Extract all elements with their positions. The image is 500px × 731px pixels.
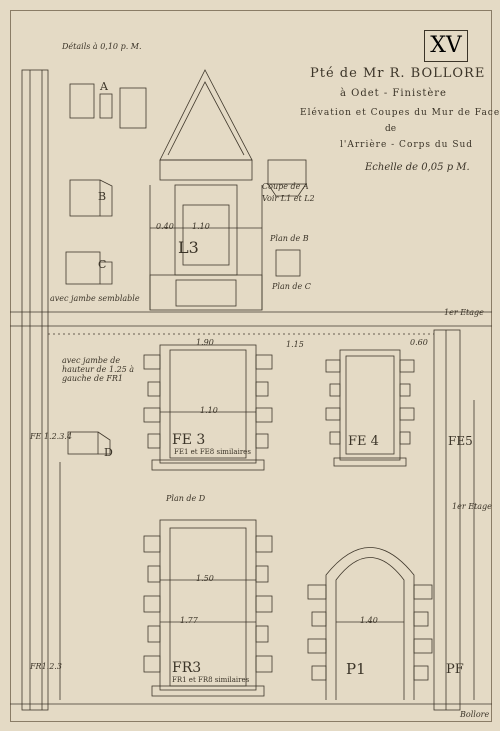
plan-d-note: Plan de D <box>166 494 206 503</box>
voir-l-note: Voir L1 et L2 <box>262 194 315 203</box>
signature: Bollore <box>460 710 490 719</box>
location: à Odet - Finistère <box>340 88 447 99</box>
details-scale-note: Détails à 0,10 p. M. <box>62 42 142 51</box>
plan-b-note: Plan de B <box>270 234 309 243</box>
detail-d-label: D <box>104 446 113 459</box>
dim-6: 1.40 <box>360 616 378 625</box>
dim-8: 0.40 <box>156 222 174 231</box>
window-fr3-note: FR1 et FR8 similaires <box>172 676 250 684</box>
owner-title: Pté de Mr R. BOLLORE <box>310 66 486 81</box>
drawing-subtitle-part: l'Arrière - Corps du Sud <box>340 140 474 150</box>
coupe-a-note: Coupe de A <box>262 182 309 191</box>
dim-4: 1.50 <box>196 574 214 583</box>
window-fe3-note: FE1 et FE8 similaires <box>174 448 251 456</box>
window-fe5-label: FE5 <box>448 434 473 448</box>
drawing-scale: Echelle de 0,05 p M. <box>365 162 470 173</box>
level-label: 1er Etage <box>444 308 484 317</box>
dim-9: 0.60 <box>410 338 428 347</box>
dim-3: 1.10 <box>200 406 218 415</box>
dim-5: 1.77 <box>180 616 198 625</box>
fr-left-note: FR1.2.3 <box>30 662 62 671</box>
window-fr3-label: FR3 <box>172 660 202 676</box>
dim-7: 1.15 <box>286 340 304 349</box>
fe-left-note: FE 1.2.3.4 <box>30 432 72 441</box>
drawing-subtitle: Elévation et Coupes du Mur de Face <box>300 108 500 118</box>
ground-level-label: 1er Etage <box>452 502 492 511</box>
plate-number: XV <box>424 30 468 62</box>
height-note: avec jambe de hauteur de 1.25 à gauche d… <box>62 356 135 383</box>
detail-c-label: C <box>98 258 107 271</box>
plan-c-note: Plan de C <box>272 282 311 291</box>
door-p1-label: P1 <box>346 660 366 678</box>
sheet-border <box>10 10 492 722</box>
pf-label: PF <box>446 662 464 677</box>
drawing-subtitle-de: de <box>385 124 397 134</box>
detail-b-label: B <box>98 190 107 203</box>
detail-a-label: A <box>100 80 108 93</box>
jamb-note: avec jambe semblable <box>50 294 140 303</box>
window-fe4-label: FE 4 <box>348 434 379 449</box>
dormer-label: L3 <box>178 238 199 257</box>
dim-2: 1.90 <box>196 338 214 347</box>
window-fe3-label: FE 3 <box>172 432 206 448</box>
dim-1: 1.10 <box>192 222 210 231</box>
